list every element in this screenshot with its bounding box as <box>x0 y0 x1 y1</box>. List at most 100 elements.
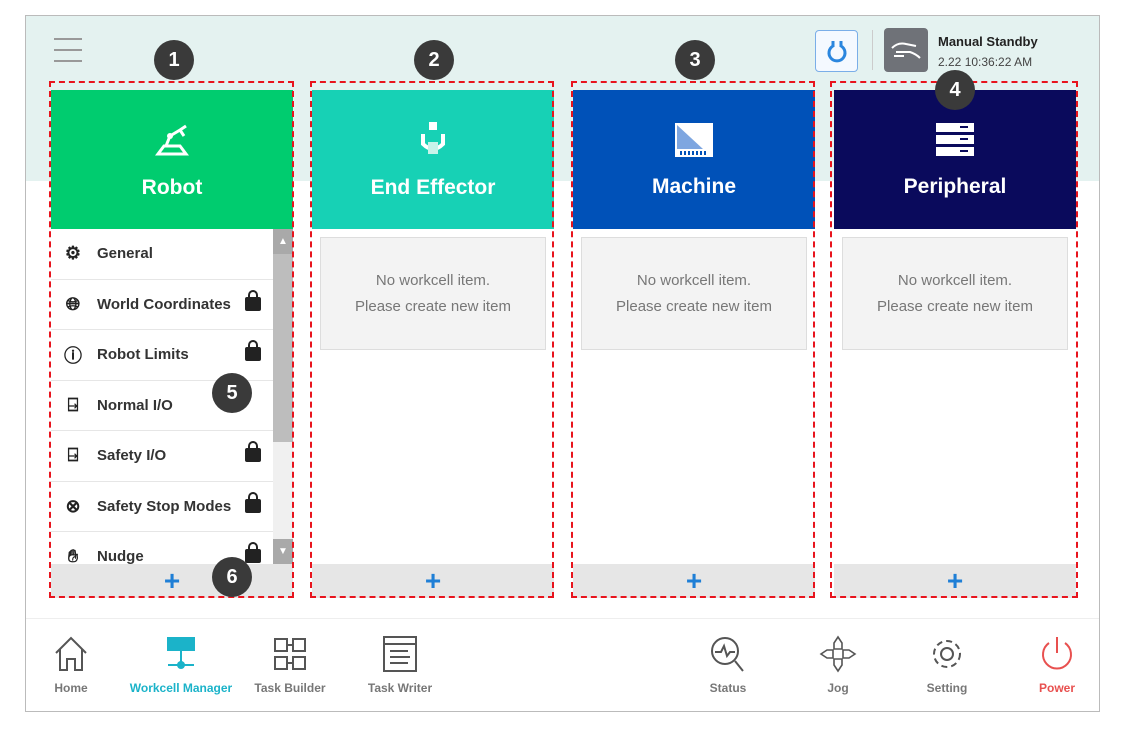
server-icon <box>936 122 974 156</box>
empty-message: No workcell item. Please create new item <box>581 237 807 350</box>
nav-label: Status <box>709 681 747 695</box>
end-effector-column: End Effector No workcell item. Please cre… <box>312 90 554 598</box>
io-icon: ⍈ <box>67 394 79 415</box>
lock-icon <box>245 340 261 361</box>
mode-button[interactable] <box>884 28 928 72</box>
nav-label: Workcell Manager <box>129 681 233 695</box>
nav-label: Task Writer <box>367 681 433 695</box>
item-label: Nudge <box>97 548 144 564</box>
empty-message: No workcell item. Please create new item <box>320 237 546 350</box>
item-label: Normal I/O <box>97 396 173 414</box>
list-item-nudge[interactable]: ✋︎ Nudge <box>51 532 273 564</box>
annotation-badge: 2 <box>414 40 454 80</box>
nav-label: Home <box>54 681 88 695</box>
refresh-icon <box>827 41 846 63</box>
scroll-up-icon[interactable]: ▲ <box>273 229 293 254</box>
jog-icon <box>819 635 857 673</box>
hand-guide-icon <box>891 42 921 59</box>
machine-icon <box>675 122 713 157</box>
column-title: End Effector <box>370 175 496 199</box>
bottom-nav: Home Workcell Manager Task Builder Task … <box>26 618 1099 711</box>
gripper-icon <box>421 121 445 154</box>
task-writer-icon <box>383 636 417 672</box>
list-item-general[interactable]: ⚙ General <box>51 229 273 280</box>
annotation-badge: 4 <box>935 70 975 110</box>
status-icon <box>711 637 744 672</box>
item-label: Safety I/O <box>97 447 167 465</box>
empty-line: Please create new item <box>355 297 511 315</box>
nav-setting[interactable]: Setting <box>919 635 975 695</box>
empty-line: Please create new item <box>877 297 1033 315</box>
empty-message: No workcell item. Please create new item <box>842 237 1068 350</box>
power-icon <box>1042 637 1072 670</box>
annotation-badge: 1 <box>154 40 194 80</box>
item-label: General <box>97 245 153 263</box>
column-title: Peripheral <box>903 174 1007 198</box>
scrollbar[interactable]: ▲ ▼ <box>273 229 293 564</box>
list-item-safety-stop-modes[interactable]: ⊗ Safety Stop Modes <box>51 482 273 532</box>
divider <box>872 30 873 70</box>
robot-header[interactable]: Robot <box>51 90 293 229</box>
mode-datetime: 2.22 10:36:22 AM <box>938 55 1033 69</box>
list-item-safety-io[interactable]: ⍈ Safety I/O <box>51 431 273 482</box>
add-peripheral-button[interactable]: + <box>834 564 1076 598</box>
nav-label: Setting <box>926 681 968 695</box>
home-icon <box>55 636 87 671</box>
robot-arm-icon <box>155 124 189 155</box>
mode-title: Manual Standby <box>938 34 1038 49</box>
end-effector-header[interactable]: End Effector <box>312 90 554 229</box>
nav-label: Jog <box>827 681 849 695</box>
nav-jog[interactable]: Jog <box>811 635 865 695</box>
annotation-badge: 5 <box>212 373 252 413</box>
refresh-button[interactable] <box>815 30 858 72</box>
nav-label: Task Builder <box>254 681 326 695</box>
scroll-down-icon[interactable]: ▼ <box>273 539 293 564</box>
task-builder-icon <box>274 638 306 670</box>
nav-workcell-manager[interactable]: Workcell Manager <box>121 635 241 695</box>
gear-icon <box>933 640 961 668</box>
add-end-effector-button[interactable]: + <box>312 564 554 598</box>
annotation-badge: 6 <box>212 557 252 597</box>
machine-column: Machine No workcell item. Please create n… <box>573 90 815 598</box>
scroll-thumb[interactable] <box>273 254 293 442</box>
workcell-icon <box>167 637 195 669</box>
column-title: Robot <box>141 175 203 199</box>
empty-line: Please create new item <box>616 297 772 315</box>
io-icon: ⍈ <box>67 445 79 466</box>
list-item-world-coordinates[interactable]: 🌐︎ World Coordinates <box>51 280 273 330</box>
lock-icon <box>245 289 261 311</box>
empty-line: No workcell item. <box>375 271 491 289</box>
item-label: Robot Limits <box>97 346 189 364</box>
list-item-normal-io[interactable]: ⍈ Normal I/O <box>51 381 273 431</box>
list-item-robot-limits[interactable]: ⓘ Robot Limits <box>51 330 273 381</box>
nav-power[interactable]: Power <box>1031 635 1083 695</box>
stop-icon: ⊗ <box>65 495 81 516</box>
robot-icon: ⚙ <box>64 243 82 264</box>
lock-icon <box>245 441 261 462</box>
robot-column: Robot ⚙ General 🌐︎ World Coordinates ⓘ Robo… <box>51 90 293 598</box>
robot-item-list: ⚙ General 🌐︎ World Coordinates ⓘ Robot Limi… <box>51 229 273 564</box>
menu-icon[interactable] <box>54 38 82 62</box>
app-window: Manual Standby 2.22 10:36:22 AM Robot ⚙ G… <box>25 15 1100 712</box>
item-label: Safety Stop Modes <box>97 497 232 515</box>
globe-icon: 🌐︎ <box>65 293 81 314</box>
peripheral-header[interactable]: Peripheral <box>834 90 1076 229</box>
lock-icon <box>245 542 261 563</box>
lock-icon <box>245 491 261 513</box>
column-title: Machine <box>651 174 737 198</box>
add-machine-button[interactable]: + <box>573 564 815 598</box>
empty-line: No workcell item. <box>897 271 1013 289</box>
add-robot-item-button[interactable]: + <box>51 564 293 598</box>
nudge-icon: ✋︎ <box>67 546 79 564</box>
limit-icon: ⓘ <box>64 345 82 366</box>
nav-task-builder[interactable]: Task Builder <box>248 635 332 695</box>
machine-header[interactable]: Machine <box>573 90 815 229</box>
nav-label: Power <box>1038 681 1075 695</box>
nav-home[interactable]: Home <box>46 635 96 695</box>
empty-line: No workcell item. <box>636 271 752 289</box>
nav-status[interactable]: Status <box>701 635 755 695</box>
item-label: World Coordinates <box>97 295 231 313</box>
nav-task-writer[interactable]: Task Writer <box>358 635 442 695</box>
annotation-badge: 3 <box>675 40 715 80</box>
peripheral-column: Peripheral No workcell item. Please creat… <box>834 90 1076 598</box>
